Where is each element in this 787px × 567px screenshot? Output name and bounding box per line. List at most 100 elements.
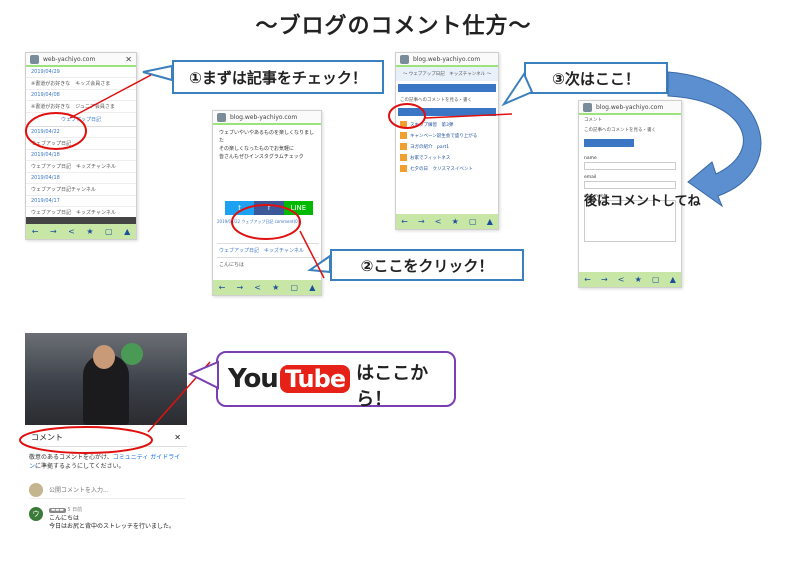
comment-time: 5 日前: [67, 507, 83, 513]
ranking-item[interactable]: キャンペーン誕生会で盛り上がる: [396, 130, 498, 141]
comment-input-row[interactable]: 公開コメントを入力...: [29, 481, 185, 499]
forward-icon[interactable]: →: [417, 217, 425, 226]
back-icon[interactable]: ←: [218, 283, 226, 292]
url-text: web-yachiyo.com: [43, 55, 96, 63]
forward-icon[interactable]: →: [49, 227, 57, 236]
facebook-share-button[interactable]: f: [254, 201, 284, 215]
name-field[interactable]: [584, 162, 676, 170]
category-link[interactable]: ウェブアップ日記 キッズチャンネル: [217, 243, 319, 258]
bell-icon[interactable]: ▲: [124, 227, 131, 236]
screenshot-blog-article: blog.web-yachiyo.com ウェブいやいやあるものを楽しくなりまし…: [212, 110, 322, 296]
url-bar[interactable]: web-yachiyo.com ✕: [26, 53, 136, 67]
star-icon[interactable]: ★: [634, 275, 642, 284]
list-item[interactable]: ※書道がお好きな キッズ会員さま: [26, 78, 136, 90]
screenshot-youtube-comments: コメント ✕ 敬意のあるコメントを心がけ、コミュニティ ガイドラインに準拠するよ…: [25, 333, 187, 541]
blog-header: 〜 ウェブアップ日記 キッズチャンネル 〜: [396, 67, 498, 81]
star-icon[interactable]: ★: [272, 283, 280, 292]
close-icon[interactable]: ✕: [174, 433, 181, 442]
notice-text: 敬意のあるコメントを心がけ、: [29, 454, 113, 461]
url-bar[interactable]: blog.web-yachiyo.com: [396, 53, 498, 67]
form-section-bar: [584, 139, 634, 147]
ranking-label: スキップ練習 第3弾: [410, 122, 454, 128]
site-logo-icon: [217, 112, 226, 122]
comment-view-link[interactable]: この記事へのコメントを見る・書く: [400, 98, 472, 103]
comment-line: 今日はお尻と背中のストレッチを行いました。: [49, 523, 176, 531]
line-share-button[interactable]: LINE: [283, 201, 313, 215]
list-item[interactable]: ウェブアップ日記 キッズチャンネル: [26, 161, 136, 173]
ranking-item[interactable]: スキップ練習 第3弾: [396, 119, 498, 130]
channel-chip: ▬▬▬: [49, 508, 66, 513]
article-line: 皆さんもぜひインスタグラムチェック: [219, 154, 304, 160]
comment-view-link[interactable]: この記事へのコメントを見る・書く: [584, 128, 656, 133]
list-item[interactable]: ウェブアップ日記: [26, 138, 136, 150]
comment-header-label: コメント: [31, 433, 63, 442]
notice-tail: に準拠するようにしてください。: [35, 463, 125, 470]
article-line: その楽しくなったものでお気軽に: [219, 146, 295, 152]
share-icon[interactable]: <: [254, 283, 261, 292]
twitter-share-button[interactable]: t: [225, 201, 255, 215]
comment-body: ▬▬▬ 5 日前 こんにちは 今日はお尻と背中のストレッチを行いました。: [49, 507, 175, 532]
screenshot-comment-form: blog.web-yachiyo.com コメント この記事へのコメントを見る・…: [578, 100, 682, 288]
close-icon[interactable]: ✕: [125, 54, 132, 64]
back-icon[interactable]: ←: [31, 227, 39, 236]
ranking-label: キャンペーン誕生会で盛り上がる: [410, 133, 478, 139]
page-title: 〜ブログのコメント仕方〜: [255, 14, 532, 39]
callout-step2: ②ここをクリック！: [330, 249, 524, 281]
list-date: 2019/04/18: [26, 173, 136, 184]
comment-heading: コメント: [584, 118, 602, 123]
star-icon[interactable]: ★: [451, 217, 459, 226]
list-item[interactable]: ウェブアップ日記チャンネル: [26, 184, 136, 196]
share-icon[interactable]: <: [434, 217, 442, 226]
guidelines-link[interactable]: コミュニティ ガイドライン: [29, 454, 181, 470]
forward-icon[interactable]: →: [236, 283, 244, 292]
youtube-logo: You Tube: [228, 364, 351, 394]
youtube-callout-tail: [187, 360, 219, 390]
comments-textarea[interactable]: [584, 200, 676, 242]
back-icon[interactable]: ←: [401, 217, 408, 226]
ranking-item[interactable]: 七夕の日 クリスマスイベント: [396, 163, 498, 174]
avatar: ウ: [29, 507, 43, 521]
comment-post: ウ ▬▬▬ 5 日前 こんにちは 今日はお尻と背中のストレッチを行いました。: [29, 507, 185, 532]
forward-icon[interactable]: →: [600, 275, 608, 284]
url-text: blog.web-yachiyo.com: [413, 55, 481, 63]
scroll-bar[interactable]: [26, 217, 136, 224]
list-date: 2019/04/08: [26, 90, 136, 101]
bell-icon[interactable]: ▲: [669, 275, 676, 284]
tabs-icon[interactable]: ▢: [105, 227, 113, 236]
email-label: email: [584, 175, 597, 180]
thumbnail: [400, 132, 407, 139]
ranking-item[interactable]: ヨガの紹介 part1: [396, 141, 498, 152]
back-icon[interactable]: ←: [584, 275, 591, 284]
url-bar[interactable]: blog.web-yachiyo.com: [579, 101, 681, 115]
star-icon[interactable]: ★: [86, 227, 94, 236]
avatar: [29, 482, 43, 497]
article-meta-comment-link[interactable]: 2019/04/22 ウェブアップ日記 comment(0): [217, 219, 300, 224]
tabs-icon[interactable]: ▢: [651, 275, 660, 284]
url-bar[interactable]: blog.web-yachiyo.com: [213, 111, 321, 125]
screenshot-blog-list: web-yachiyo.com ✕ 2019/04/29 ※書道がお好きな キッ…: [25, 52, 137, 240]
email-field[interactable]: [584, 181, 676, 189]
list-date: 2019/04/18: [26, 150, 136, 161]
video-thumbnail[interactable]: [25, 333, 187, 425]
callout-step1: ①まずは記事をチェック！: [172, 60, 384, 94]
list-date: 2019/04/29: [26, 67, 136, 78]
thumbnail: [400, 121, 407, 128]
share-icon[interactable]: <: [68, 227, 75, 236]
ranking-item[interactable]: お家でフィットネス: [396, 152, 498, 163]
list-date: 2019/04/22: [26, 127, 136, 138]
thumbnail: [400, 143, 407, 150]
ranking-label: 七夕の日 クリスマスイベント: [410, 166, 473, 172]
screenshot-comment-link: blog.web-yachiyo.com 〜 ウェブアップ日記 キッズチャンネル…: [395, 52, 499, 230]
bell-icon[interactable]: ▲: [309, 283, 316, 292]
section-bar: [398, 84, 496, 92]
ranking-label: ヨガの紹介 part1: [410, 144, 450, 150]
ranking-label: お家でフィットネス: [410, 155, 451, 161]
bell-icon[interactable]: ▲: [486, 217, 493, 226]
tabs-icon[interactable]: ▢: [468, 217, 477, 226]
site-logo-icon: [30, 54, 39, 64]
share-icon[interactable]: <: [617, 275, 625, 284]
tabs-icon[interactable]: ▢: [290, 283, 299, 292]
comment-input-placeholder[interactable]: 公開コメントを入力...: [49, 487, 109, 494]
bottom-nav: ← → < ★ ▢ ▲: [396, 214, 498, 229]
list-item[interactable]: ※書道がお好きな ジュニア会員さま: [26, 101, 136, 113]
